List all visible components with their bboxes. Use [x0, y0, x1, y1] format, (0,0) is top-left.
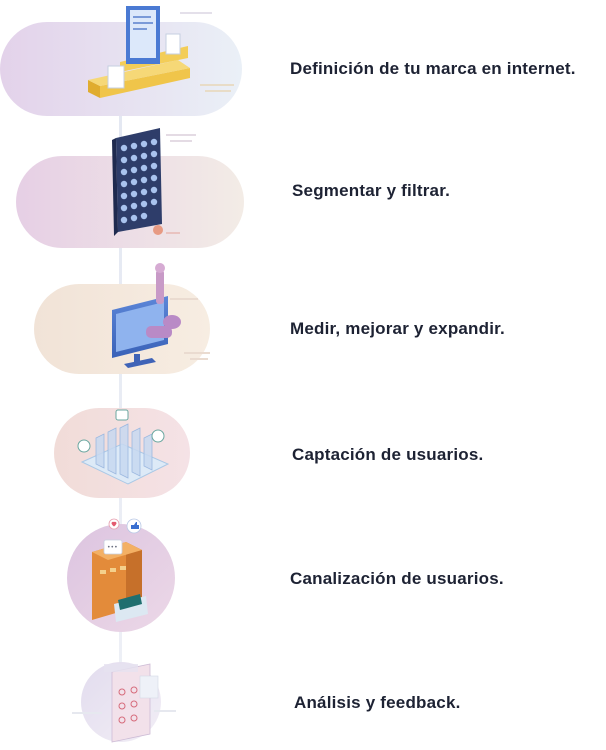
- step-label-user-channeling: Canalización de usuarios.: [290, 569, 504, 588]
- timeline-connector: [119, 60, 122, 700]
- channel-dispenser-icon: •••: [67, 518, 175, 632]
- segment-filter-grid-icon: [16, 128, 244, 248]
- step-label-brand-definition: Definición de tu marca en internet.: [290, 59, 576, 78]
- capture-funnel-panels-icon: [54, 408, 190, 498]
- svg-text:•••: •••: [107, 544, 118, 551]
- step-label-analysis-feedback: Análisis y feedback.: [294, 693, 461, 712]
- brand-documents-icon: [0, 6, 242, 116]
- step-label-segment-filter: Segmentar y filtrar.: [292, 181, 451, 200]
- analysis-feedback-icon: [72, 662, 176, 743]
- step-label-measure-improve: Medir, mejorar y expandir.: [290, 319, 505, 338]
- step-label-user-capture: Captación de usuarios.: [292, 445, 484, 464]
- measure-monitor-hand-icon: [34, 263, 210, 374]
